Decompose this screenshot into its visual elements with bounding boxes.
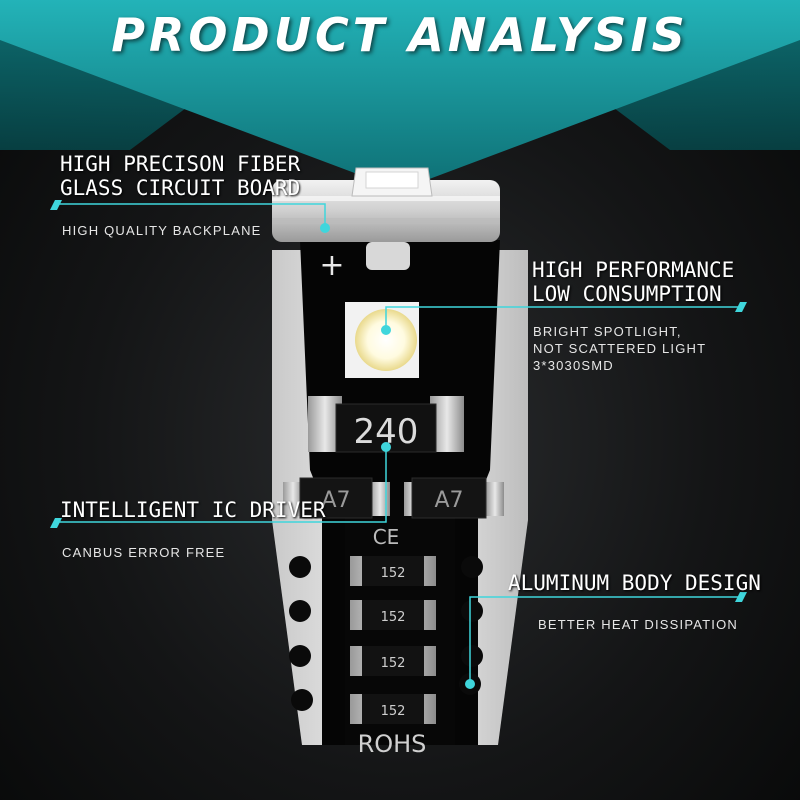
rohs-mark: ROHS <box>358 730 427 758</box>
plus-mark: + <box>319 248 344 283</box>
performance-heading-line1: HIGH PERFORMANCE <box>532 258 735 282</box>
callout-board <box>58 203 326 228</box>
banner-center <box>0 0 800 190</box>
ic-chip-left <box>299 477 373 519</box>
board-desc: HIGH QUALITY BACKPLANE <box>62 223 262 238</box>
callout-aluminum <box>469 596 742 684</box>
heat-holes-right <box>459 556 483 695</box>
performance-desc-line1: BRIGHT SPOTLIGHT, <box>533 324 682 339</box>
chip-left-label: A7 <box>321 488 350 513</box>
small-resistor-label-2: 152 <box>381 610 406 625</box>
performance-desc-line3: 3*3030SMD <box>533 358 614 373</box>
ic-chip-right <box>411 477 487 519</box>
performance-heading-line2: LOW CONSUMPTION <box>532 282 722 306</box>
aluminum-heading: ALUMINUM BODY DESIGN <box>508 571 761 595</box>
board-heading-line2: GLASS CIRCUIT BOARD <box>60 176 301 200</box>
driver-heading: INTELLIGENT IC DRIVER <box>60 498 326 522</box>
board-heading: HIGH PRECISON FIBER GLASS CIRCUIT BOARD <box>60 152 300 200</box>
small-resistors <box>350 556 436 724</box>
page-title: PRODUCT ANALYSIS <box>111 8 689 62</box>
driver-desc: CANBUS ERROR FREE <box>62 545 226 560</box>
callout-performance <box>385 306 742 330</box>
heat-holes-left <box>289 556 313 711</box>
performance-desc: BRIGHT SPOTLIGHT, NOT SCATTERED LIGHT 3*… <box>533 323 706 374</box>
performance-desc-line2: NOT SCATTERED LIGHT <box>533 341 707 356</box>
board-heading-line1: HIGH PRECISON FIBER <box>60 152 301 176</box>
small-resistor-label-4: 152 <box>381 704 406 719</box>
small-resistor-label-3: 152 <box>381 656 406 671</box>
chip-right-label: A7 <box>434 488 463 513</box>
small-resistor-label-1: 152 <box>381 566 406 581</box>
ce-mark: CE <box>373 525 400 549</box>
aluminum-desc: BETTER HEAT DISSIPATION <box>538 617 738 632</box>
callout-driver <box>58 447 387 523</box>
performance-heading: HIGH PERFORMANCE LOW CONSUMPTION <box>532 258 734 306</box>
